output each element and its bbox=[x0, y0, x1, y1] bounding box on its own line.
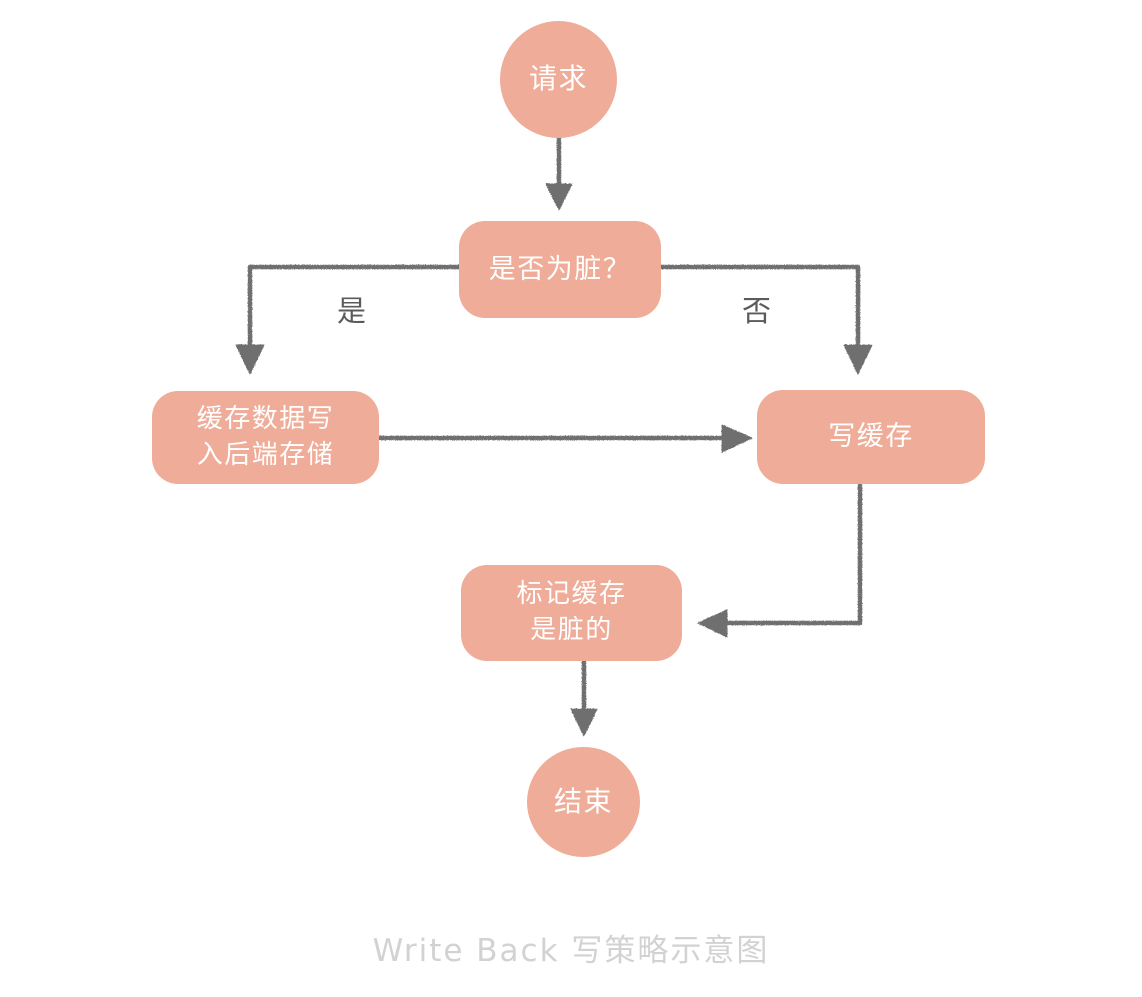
edge-write-to-mark-dirty bbox=[697, 482, 863, 638]
node-flush-to-backend-label: 缓存数据写 入后端存储 bbox=[196, 403, 335, 470]
node-mark-dirty-label: 标记缓存 是脏的 bbox=[516, 579, 627, 645]
node-end-label: 结束 bbox=[553, 784, 613, 818]
node-decision-label: 是否为脏？ bbox=[488, 253, 632, 285]
edge-decision-no-to-write bbox=[658, 264, 873, 375]
edge-label-yes: 是 bbox=[337, 294, 368, 328]
edge-label-no: 否 bbox=[742, 294, 773, 328]
edge-decision-yes-to-flush bbox=[235, 264, 463, 375]
node-end[interactable]: 结束 bbox=[527, 747, 640, 857]
node-start-label: 请求 bbox=[528, 62, 588, 96]
edge-start-to-decision bbox=[545, 135, 573, 211]
node-decision[interactable]: 是否为脏？ bbox=[459, 221, 661, 318]
node-write-cache[interactable]: 写缓存 bbox=[757, 390, 985, 484]
node-mark-dirty[interactable]: 标记缓存 是脏的 bbox=[461, 565, 682, 661]
edge-mark-dirty-to-end bbox=[570, 659, 598, 737]
diagram-caption: Write Back 写策略示意图 bbox=[372, 933, 770, 969]
node-write-cache-label: 写缓存 bbox=[828, 421, 914, 453]
node-flush-to-backend[interactable]: 缓存数据写 入后端存储 bbox=[152, 391, 379, 484]
node-start[interactable]: 请求 bbox=[500, 21, 617, 138]
edge-flush-to-write bbox=[377, 424, 753, 453]
